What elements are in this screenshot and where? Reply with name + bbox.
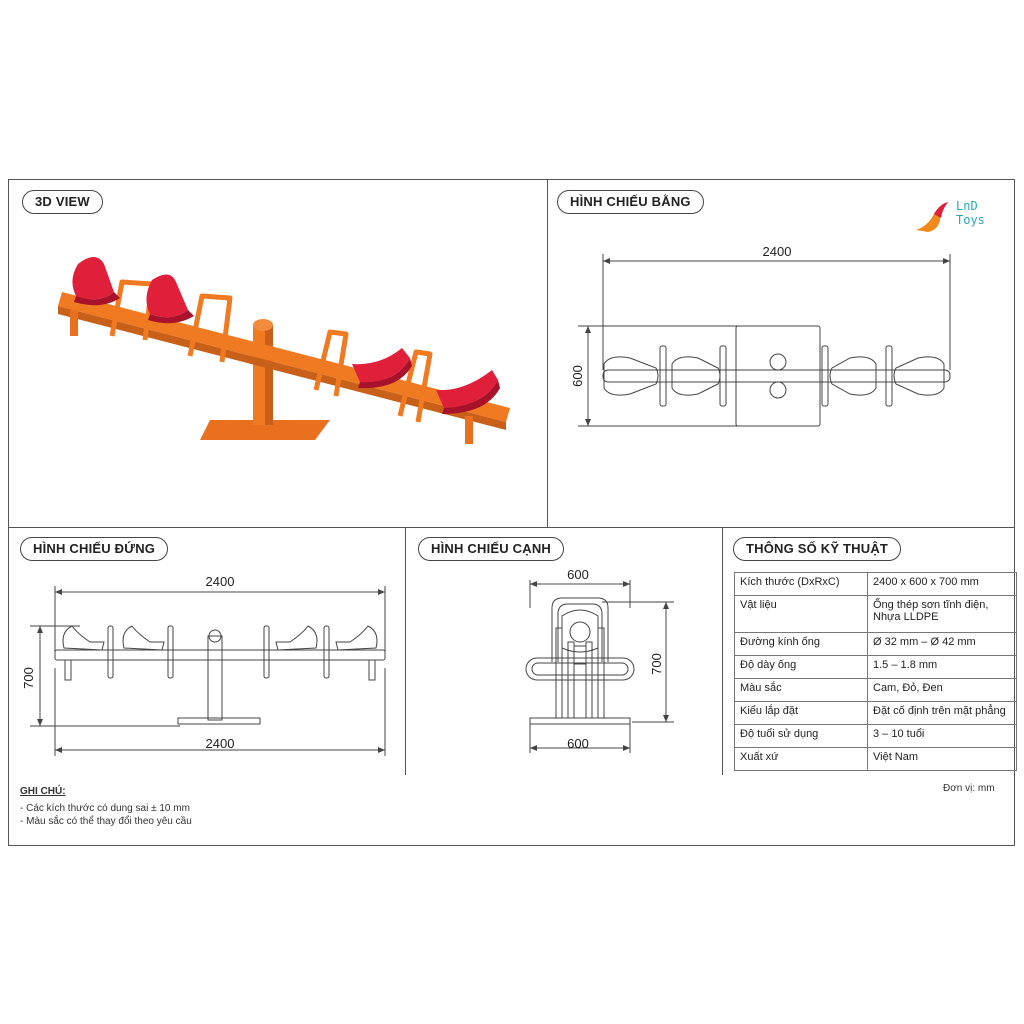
spec-label: Màu sắc [734, 678, 868, 702]
spec-label: Xuất xứ [734, 747, 868, 771]
spec-table: Kích thước (DxRxC)2400 x 600 x 700 mm Vậ… [734, 572, 1017, 771]
side-width-top-label: 600 [567, 567, 589, 582]
brand-wordmark: LnD Toys [956, 199, 985, 227]
spec-label: Độ tuổi sử dụng [734, 724, 868, 748]
brand-logo [916, 202, 948, 232]
side-height-label: 700 [649, 653, 664, 675]
panel-title-front-view: HÌNH CHIẾU ĐỨNG [20, 537, 169, 561]
front-height-label: 700 [21, 667, 36, 689]
note-item: - Các kích thước có dung sai ± 10 mm [20, 803, 190, 814]
panel-title-top-view: HÌNH CHIẾU BẰNG [557, 190, 704, 214]
panel-title-specs: THÔNG SỐ KỸ THUẬT [733, 537, 902, 561]
panel-title-3d-view: 3D VIEW [22, 190, 103, 214]
panel-title-side-view: HÌNH CHIẾU CẠNH [418, 537, 564, 561]
spec-label: Đường kính ống [734, 632, 868, 656]
front-view-drawing: 2400 2400 700 [21, 574, 386, 756]
spec-value: Việt Nam [867, 747, 1017, 771]
spec-label: Kích thước (DxRxC) [734, 572, 868, 596]
notes-block: GHI CHÚ: - Các kích thước có dung sai ± … [20, 785, 192, 828]
divider-horizontal [8, 527, 1015, 528]
spec-value: 1.5 – 1.8 mm [867, 655, 1017, 679]
spec-label: Kiểu lắp đặt [734, 701, 868, 725]
spec-value: 3 – 10 tuổi [867, 724, 1017, 748]
side-view-drawing: 600 600 700 [525, 567, 674, 753]
spec-value: Đặt cố định trên mặt phẳng [867, 701, 1017, 725]
spec-row: Kích thước (DxRxC)2400 x 600 x 700 mm [734, 572, 1017, 596]
note-item: - Màu sắc có thể thay đổi theo yêu cầu [20, 816, 192, 827]
top-width-label: 2400 [763, 244, 792, 259]
spec-value: Cam, Đỏ, Đen [867, 678, 1017, 702]
front-width-top-label: 2400 [206, 574, 235, 589]
side-width-bottom-label: 600 [567, 736, 589, 751]
spec-value: 2400 x 600 x 700 mm [867, 572, 1017, 596]
divider-bottom-left [405, 527, 406, 775]
spec-label: Vật liệu [734, 595, 868, 633]
divider-bottom-right [722, 527, 723, 775]
divider-top-vertical [547, 179, 548, 528]
spec-value: Ø 32 mm – Ø 42 mm [867, 632, 1017, 656]
spec-value: Ống thép sơn tĩnh điện, Nhựa LLDPE [867, 595, 1017, 633]
spec-label: Độ dày ống [734, 655, 868, 679]
top-view-drawing: 2400 600 [570, 244, 951, 427]
unit-label: Đơn vị: mm [943, 783, 995, 794]
notes-title: GHI CHÚ: [20, 786, 66, 797]
drawing-sheet [8, 179, 1015, 846]
top-depth-label: 600 [570, 365, 585, 387]
seesaw-3d-illustration [58, 257, 510, 444]
front-width-bottom-label: 2400 [206, 736, 235, 751]
